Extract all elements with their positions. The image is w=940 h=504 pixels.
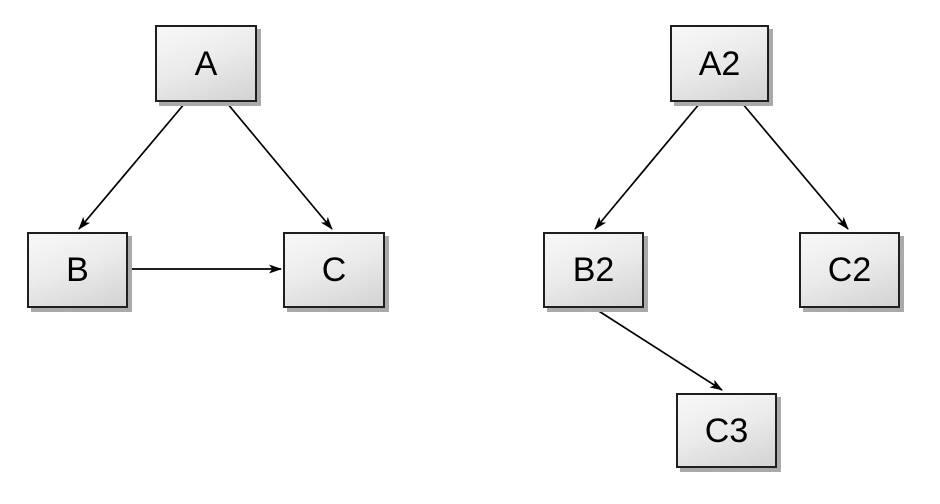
node-label: B2 [572, 251, 615, 289]
node-B2[interactable]: B2 [543, 232, 644, 308]
node-label: C [321, 251, 347, 289]
node-A2[interactable]: A2 [670, 25, 769, 102]
node-label: C3 [704, 411, 749, 450]
edge-B2-C3[interactable] [593, 307, 723, 391]
edge-A2-C2[interactable] [741, 102, 849, 230]
node-B[interactable]: B [27, 232, 128, 308]
node-label: A2 [698, 44, 741, 83]
node-A[interactable]: A [155, 25, 257, 102]
node-label: B [66, 251, 89, 289]
node-label: C2 [827, 251, 872, 289]
node-label: A [194, 44, 218, 83]
node-C2[interactable]: C2 [799, 232, 900, 308]
node-C3[interactable]: C3 [676, 393, 777, 468]
node-C[interactable]: C [283, 232, 385, 308]
edge-A-C[interactable] [226, 102, 333, 230]
edge-A-B[interactable] [78, 102, 186, 230]
edge-A2-B2[interactable] [594, 102, 701, 230]
